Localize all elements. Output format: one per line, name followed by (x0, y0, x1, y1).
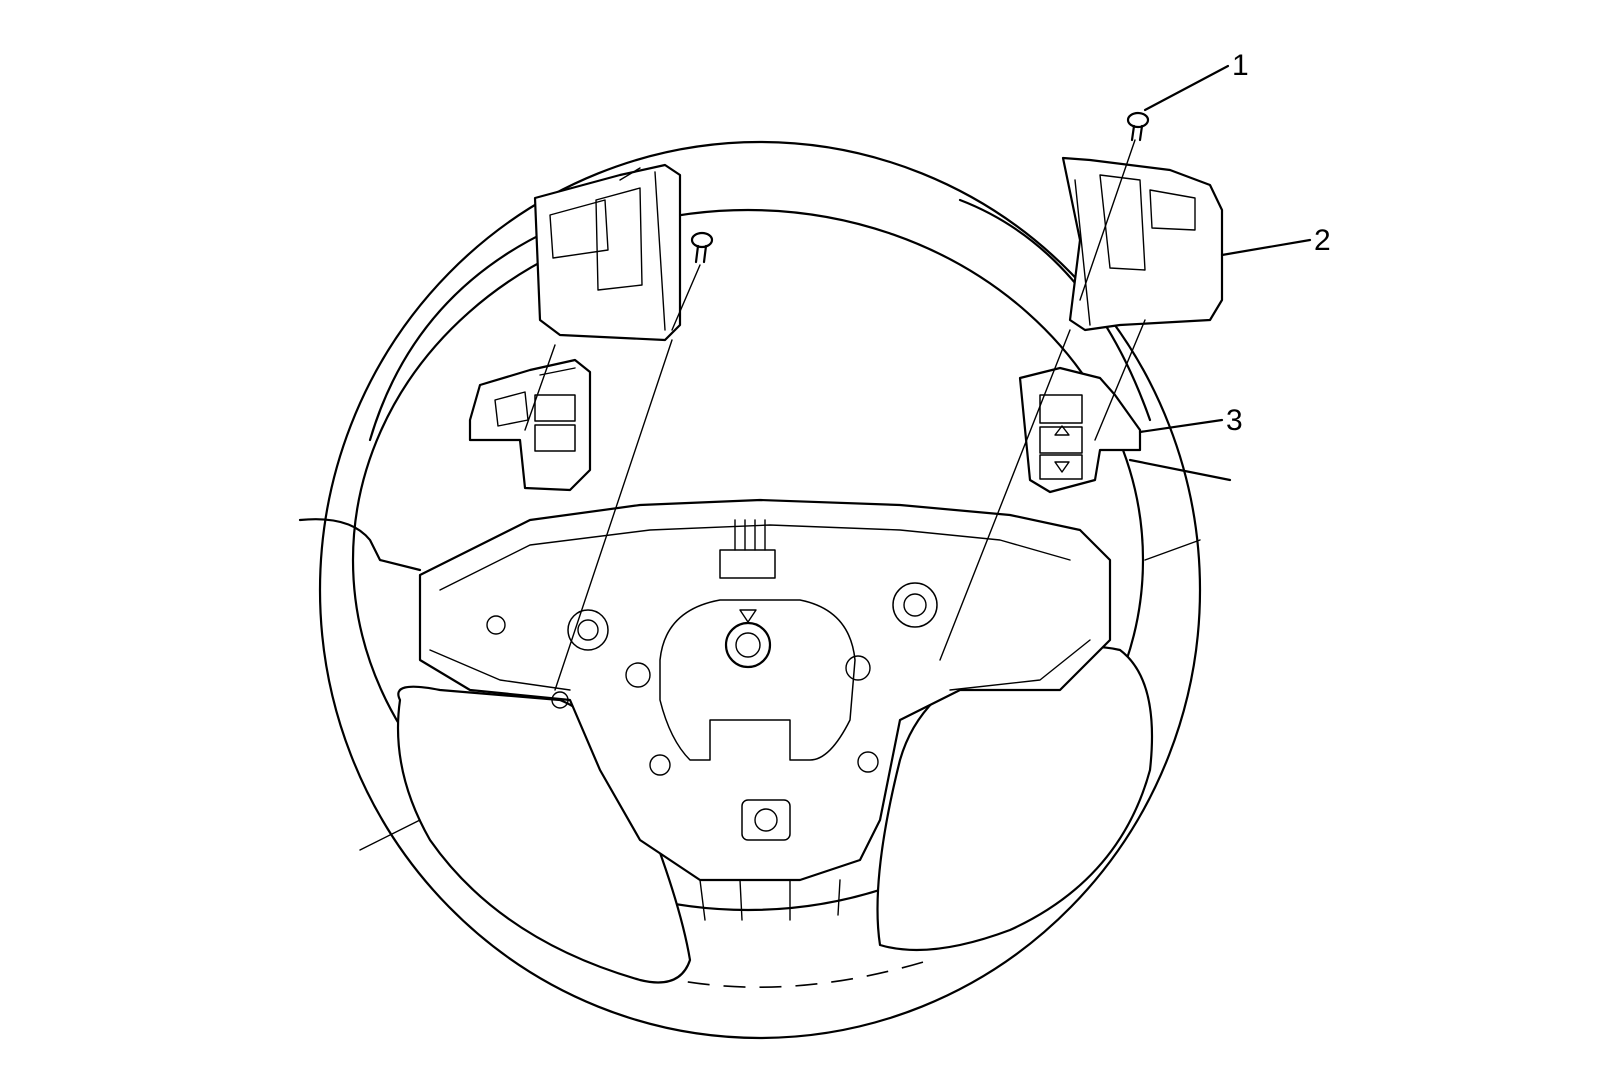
guide-lines (524, 139, 1146, 691)
callout-2: 2 (1220, 224, 1331, 257)
callout-3: 3 (1138, 404, 1243, 437)
callout-label-3: 3 (1226, 404, 1243, 437)
right-spoke-edge (1128, 458, 1232, 482)
callout-1: 1 (1143, 49, 1249, 112)
callout-label-2: 2 (1314, 224, 1331, 257)
left-spoke-edge (298, 518, 422, 572)
left-switch-bezel (533, 163, 682, 342)
right-switch-assembly (1018, 366, 1142, 494)
right-switch-bezel (1061, 156, 1224, 332)
screw-left (690, 231, 714, 264)
center-hub-frame (418, 498, 1112, 921)
screw-right (1126, 111, 1150, 142)
left-switch-assembly (468, 358, 592, 492)
callout-label-1: 1 (1232, 49, 1249, 82)
wheel-rim (318, 140, 1202, 1040)
